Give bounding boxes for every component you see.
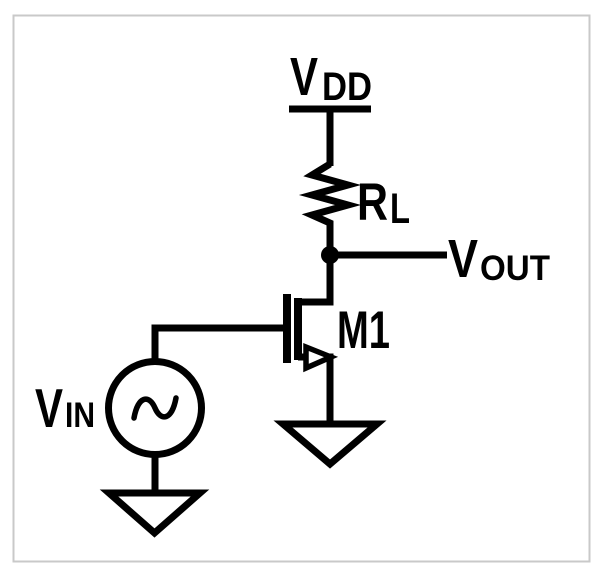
vout-label-main: V [448, 229, 478, 289]
nmos-transistor: M1 [151, 255, 390, 425]
vout-label-subscript: OUT [480, 249, 550, 288]
sine-wave-icon [131, 395, 179, 421]
resistor-zigzag [298, 161, 362, 255]
rl-label-subscript: L [390, 185, 410, 233]
output-node: V OUT [321, 229, 550, 289]
vdd-label-subscript: DD [322, 65, 372, 109]
m1-label: M1 [337, 301, 390, 360]
ground-triangle-icon [273, 420, 387, 469]
load-resistor: R L [298, 161, 410, 255]
vdd-supply-rail: V DD [289, 47, 372, 166]
rl-label-main: R [357, 173, 388, 232]
vdd-label-main: V [290, 47, 318, 107]
ground-triangle-icon [99, 489, 210, 538]
figure-border [12, 14, 591, 563]
gate-wire [151, 324, 290, 363]
ground-at-source [273, 420, 387, 469]
vin-label-main: V [35, 377, 63, 439]
ground-at-input [99, 489, 210, 538]
drain-wire [298, 255, 334, 306]
source-arrow-icon [303, 342, 339, 373]
ac-input-source: V IN [35, 358, 205, 494]
vin-label-subscript: IN [65, 396, 95, 435]
